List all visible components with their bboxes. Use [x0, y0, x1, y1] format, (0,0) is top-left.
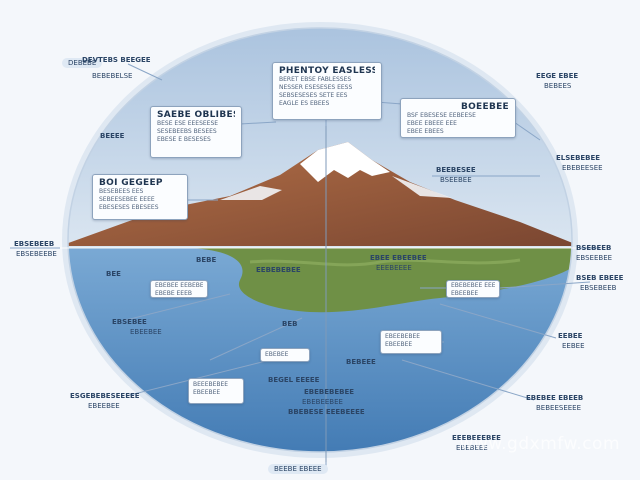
top-left-tag: DEBEBE	[62, 58, 103, 68]
water-box-3: EBEEBEBEE EBEEBEE	[380, 330, 442, 354]
water-box-2: EBEBEE	[260, 348, 310, 362]
label-water-small: BEE	[106, 270, 121, 278]
label-water-lower: BEB	[282, 320, 298, 328]
land-box: EBEBEBEE EEE EBEEBEE	[446, 280, 500, 298]
label-right-edge-upper: BSEBEEB	[576, 244, 612, 252]
label-left-edge: EBSEBEEB	[14, 240, 55, 248]
box-left-mid: BOI GEGEEP BESEBEES EES SEBEESEBEE EEEE …	[92, 174, 188, 220]
label-top-left: DEVTEBS BEEGEE	[82, 56, 151, 64]
title-box-heading: PHENTOY EASLESS	[279, 66, 375, 76]
label-top-right: EEGE EBEE	[536, 72, 579, 80]
label-bottom-right: EEEBEEEBEE	[452, 434, 501, 442]
bottom-tag: BEEBE EBEEE	[268, 464, 328, 474]
label-right-mid: BEEBESEE	[436, 166, 476, 174]
snow-cap	[300, 142, 390, 182]
label-land-mid: EEBEBEBEE	[256, 266, 301, 274]
label-bottom-center-upper: EBEBEBEBEE	[304, 388, 355, 396]
label-right-upper: ELSEBEBEE	[556, 154, 601, 162]
mountain	[68, 142, 572, 246]
label-mid-text: BEGEL EEEEE	[268, 376, 320, 384]
label-left-small: BEEEE	[100, 132, 125, 140]
label-water-center: BEBEEE	[346, 358, 376, 366]
watermark: www.gdxmfw.com	[459, 434, 620, 454]
label-right-edge-lower: BSEB EBEEE	[576, 274, 624, 282]
box-right-upper: BOEEBEE BSF EBESESE EEBEESE EBEE EBEEE E…	[400, 98, 516, 138]
label-lower-left: ESGEBEBESEEEEE	[70, 392, 140, 400]
box-left-upper: SAEBE OBLIBESOE BESE ESE EEESEESE SESEBE…	[150, 106, 242, 158]
water-box-1: EBEBEE EEBEBEE EBEBE EEEB	[150, 280, 208, 298]
label-water-left: EBSEBEE	[112, 318, 147, 326]
label-land-small: BEBE	[196, 256, 217, 264]
title-box: PHENTOY EASLESS BERET EBSE FABLESSES NES…	[272, 62, 382, 120]
snow-ridges	[220, 176, 452, 200]
water-box-4: BEEEBEBEE EBEEBEE	[188, 378, 244, 404]
label-center-right: EBEE EBEEBEE	[370, 254, 427, 262]
label-bottom-text: BBEBESE EEEBEEEE	[288, 408, 365, 416]
label-lower-right: EBEBEE EBEEB	[526, 394, 584, 402]
label-right-lower: EEBEE	[558, 332, 583, 340]
